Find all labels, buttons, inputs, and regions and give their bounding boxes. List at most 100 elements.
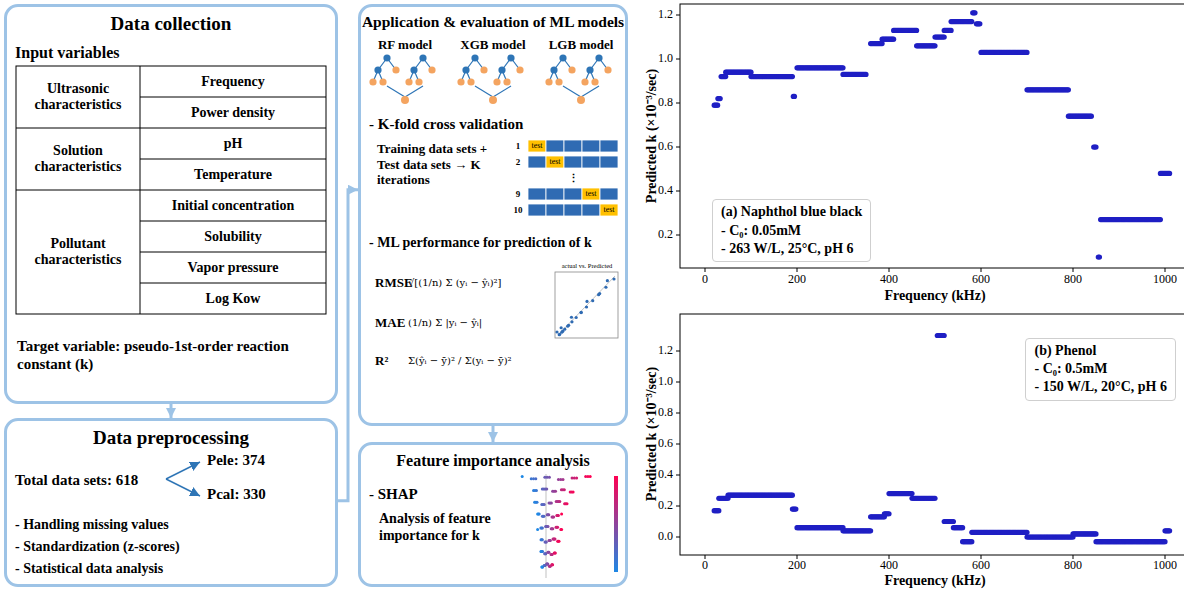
box-text: Analysis of feature importance for k	[379, 511, 507, 545]
fold-cell	[600, 204, 618, 216]
fold-cell	[582, 140, 600, 152]
axis-tick: 0.8	[658, 96, 673, 110]
mini-point	[566, 325, 569, 328]
data-point	[1167, 171, 1172, 176]
tree-node	[591, 78, 598, 85]
axis-title: Frequency (kHz)	[884, 573, 985, 589]
data-point	[718, 96, 723, 101]
axis-tick: 1.2	[658, 344, 673, 358]
fold-cell	[546, 188, 564, 200]
mini-point	[612, 277, 615, 280]
axis-tick: 400	[880, 559, 898, 573]
data-point	[1093, 531, 1098, 536]
shap-dot	[547, 551, 550, 554]
shap-dot	[539, 550, 542, 553]
axis-tick: 0.4	[658, 468, 673, 482]
tree-node	[555, 78, 562, 85]
shap-dot	[555, 526, 558, 529]
flow-arrow	[492, 426, 495, 442]
y-tick	[676, 382, 680, 383]
mini-point	[585, 305, 588, 308]
data-point	[891, 37, 896, 42]
split-arrows	[166, 462, 200, 496]
shap-dot	[543, 476, 546, 479]
box-text: - Standardization (z-scores)	[15, 539, 333, 556]
data-point	[942, 333, 947, 338]
data-point	[840, 65, 845, 70]
fold-test-label: test	[585, 189, 596, 198]
box-text: LGB model	[537, 37, 625, 53]
shap-dot	[540, 550, 543, 553]
data-point	[1024, 530, 1029, 535]
y-tick	[676, 103, 680, 104]
data-point	[969, 19, 974, 24]
shap-dot	[540, 538, 543, 541]
table-rule	[140, 221, 326, 222]
fold-number: 9	[516, 189, 521, 199]
process-box: Data preprocessingTotal data sets: 618Pe…	[4, 418, 338, 587]
fold-cell	[528, 156, 546, 168]
shap-dot	[551, 563, 554, 566]
mini-point	[570, 316, 573, 319]
fold-cell	[582, 204, 600, 216]
tree-node	[383, 54, 390, 61]
shap-dot	[557, 540, 560, 543]
axis-tick: 1000	[1153, 559, 1177, 573]
shap-dot	[556, 540, 559, 543]
shap-dot	[557, 478, 560, 481]
fold-cell	[564, 156, 582, 168]
tree-node	[415, 78, 422, 85]
data-point	[1024, 50, 1029, 55]
shap-dot	[551, 516, 554, 519]
axis-tick: 800	[1064, 273, 1082, 287]
shap-dot	[544, 525, 547, 528]
mini-point	[575, 316, 578, 319]
table-cell: Frequency	[201, 73, 265, 89]
box-text: - 263 W/L, 25°C, pH 6	[721, 240, 862, 258]
data-point	[1162, 539, 1167, 544]
data-point	[868, 528, 873, 533]
shap-dot	[584, 475, 587, 478]
fold-cell	[546, 204, 564, 216]
fold-cell	[546, 140, 564, 152]
data-point	[942, 34, 947, 39]
tree-node	[493, 78, 500, 85]
data-point	[951, 519, 956, 524]
table-cell: Ultrasonic characteristics	[19, 81, 137, 113]
box-title: Application & evaluation of ML models	[361, 13, 625, 32]
fold-test-label: test	[603, 205, 614, 214]
tree-node	[428, 66, 435, 73]
fold-cell	[528, 204, 546, 216]
fold-cell	[582, 156, 600, 168]
shap-dot	[552, 537, 555, 540]
fold-number: 1	[516, 141, 521, 151]
tree-output-link	[563, 86, 581, 97]
tree-output	[401, 96, 409, 104]
y-tick	[676, 475, 680, 476]
table-rule	[140, 252, 326, 253]
shap-dot	[533, 501, 536, 504]
shap-dot	[545, 562, 548, 565]
shap-dot	[551, 490, 554, 493]
box-title: (b) Phenol	[1034, 342, 1167, 360]
shap-dot	[545, 525, 548, 528]
mini-point	[560, 326, 563, 329]
axis-tick: 0.4	[658, 184, 673, 198]
data-point	[793, 507, 798, 512]
shap-plot	[521, 474, 618, 578]
shap-dot	[555, 514, 558, 517]
axis-tick: 0.0	[658, 530, 673, 544]
axis-tick: 1.2	[658, 8, 673, 22]
data-point	[716, 508, 721, 513]
axis-tick: 0	[702, 273, 708, 287]
scatter-chart	[676, 4, 1184, 272]
axis-tick: 0.2	[658, 499, 673, 513]
shap-dot	[540, 538, 543, 541]
data-point	[932, 496, 937, 501]
y-tick	[676, 235, 680, 236]
shap-dot	[556, 514, 559, 517]
data-point	[1158, 217, 1163, 222]
shap-dot	[571, 477, 574, 480]
axis-tick: 400	[880, 273, 898, 287]
data-point	[972, 10, 977, 15]
